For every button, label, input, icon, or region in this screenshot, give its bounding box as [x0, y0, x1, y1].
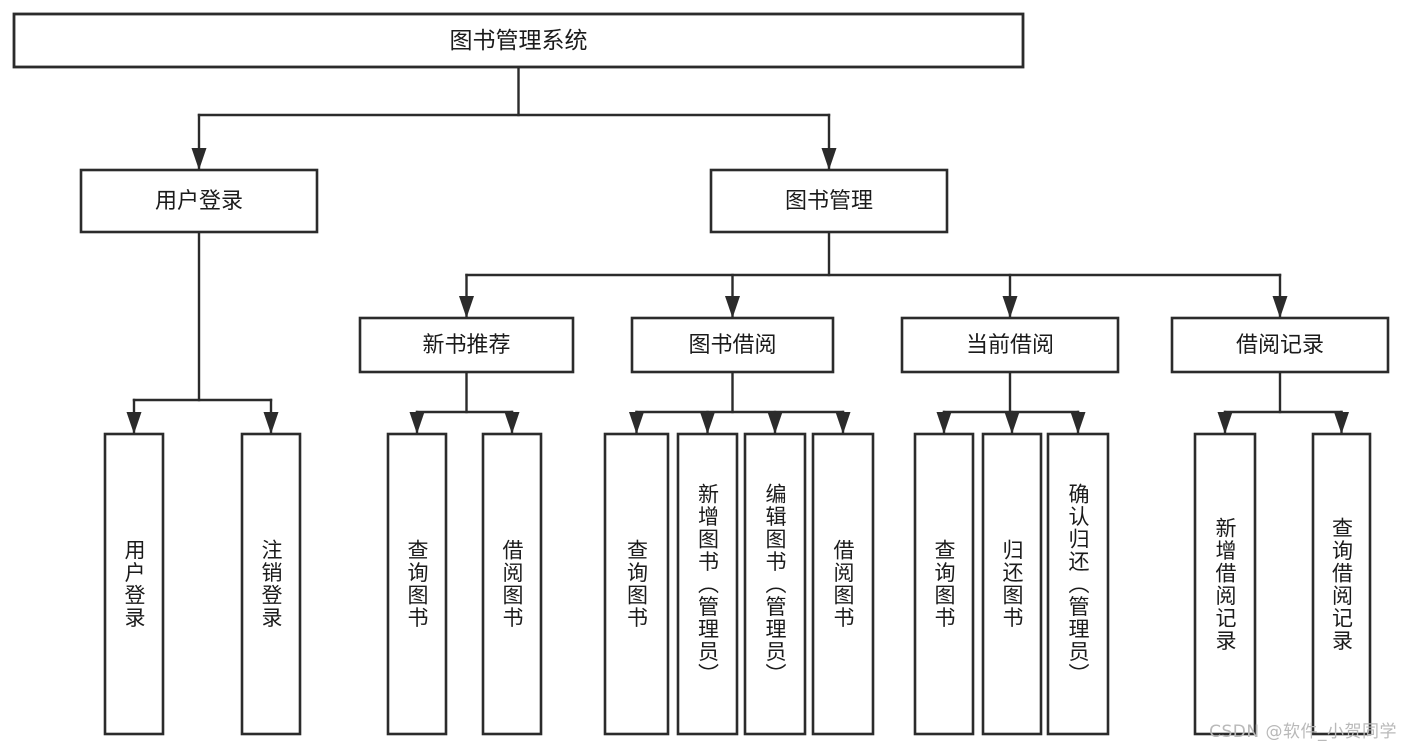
csdn-watermark: CSDN @软件_小贺同学 — [1209, 722, 1397, 742]
arrow-head-icon — [725, 296, 740, 318]
node-box-leaf-add-book[interactable] — [676, 432, 739, 736]
arrow-head-icon — [1070, 412, 1086, 434]
arrow-head-icon — [409, 412, 425, 434]
node-label-current-borrow: 当前借阅 — [966, 333, 1054, 358]
node-box-leaf-user-logout[interactable] — [240, 432, 302, 736]
arrow-head-icon — [1002, 296, 1018, 318]
node-box-new-book-rec[interactable] — [358, 316, 575, 374]
arrow-head-icon — [459, 296, 474, 318]
node-box-leaf-query-book-2[interactable] — [603, 432, 670, 736]
arrow-head-icon — [1272, 296, 1288, 318]
node-label-new-book-rec: 新书推荐 — [422, 333, 510, 358]
node-box-book-borrow[interactable] — [630, 316, 835, 374]
node-label-book-manage: 图书管理 — [785, 189, 873, 214]
arrow-head-icon — [1217, 412, 1233, 434]
arrow-head-icon — [191, 148, 207, 170]
arrow-head-icon — [126, 412, 142, 434]
node-box-leaf-query-book-3[interactable] — [913, 432, 975, 736]
node-boxes — [12, 12, 1390, 736]
node-box-user-login[interactable] — [79, 168, 319, 234]
arrow-head-icon — [835, 412, 851, 434]
node-box-leaf-user-login[interactable] — [103, 432, 165, 736]
connector-lines — [126, 65, 1349, 436]
arrow-head-icon — [767, 412, 783, 434]
node-box-current-borrow[interactable] — [900, 316, 1120, 374]
node-box-root[interactable] — [12, 12, 1025, 69]
node-box-book-manage[interactable] — [709, 168, 949, 234]
node-box-leaf-add-record[interactable] — [1193, 432, 1257, 736]
node-box-leaf-query-record[interactable] — [1311, 432, 1372, 736]
node-label-user-login: 用户登录 — [155, 189, 243, 214]
arrow-head-icon — [629, 412, 644, 434]
arrow-head-icon — [821, 148, 837, 170]
arrow-head-icon — [504, 412, 520, 434]
node-box-leaf-confirm-return[interactable] — [1046, 432, 1110, 736]
node-label-root: 图书管理系统 — [450, 28, 588, 54]
node-box-leaf-return-book[interactable] — [981, 432, 1043, 736]
arrow-head-icon — [1004, 412, 1020, 434]
node-box-leaf-query-book-1[interactable] — [386, 432, 448, 736]
arrow-head-icon — [263, 412, 279, 434]
node-label-borrow-record: 借阅记录 — [1236, 333, 1324, 358]
node-label-book-borrow: 图书借阅 — [688, 333, 776, 358]
node-box-leaf-edit-book[interactable] — [743, 432, 807, 736]
arrow-head-icon — [1334, 412, 1349, 434]
arrow-head-icon — [700, 412, 715, 434]
node-box-leaf-borrow-book-1[interactable] — [481, 432, 543, 736]
node-box-leaf-borrow-book-2[interactable] — [811, 432, 875, 736]
node-box-borrow-record[interactable] — [1170, 316, 1390, 374]
arrow-head-icon — [936, 412, 952, 434]
